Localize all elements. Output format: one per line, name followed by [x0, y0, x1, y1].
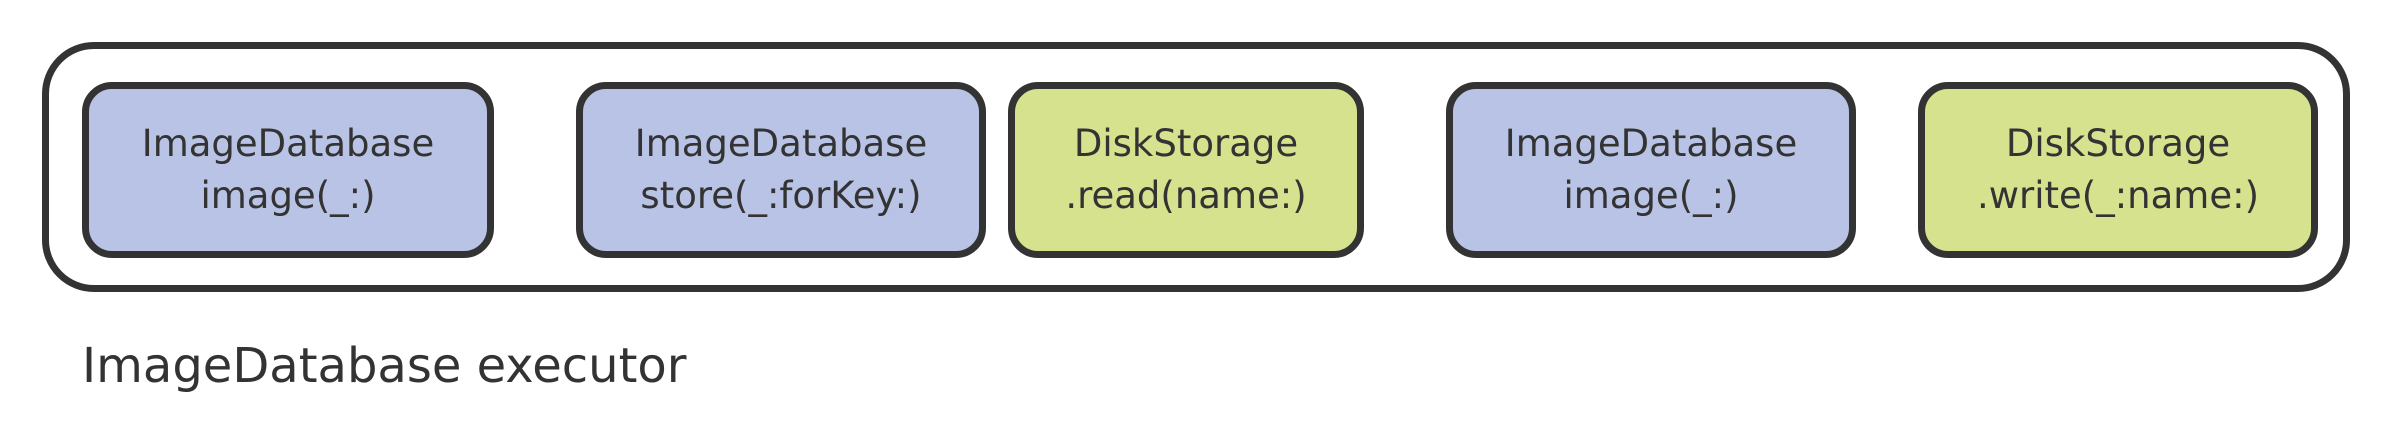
task-method-label: image(_:): [200, 174, 376, 217]
task-owner-label: ImageDatabase: [1504, 122, 1798, 165]
task-image-database-image-1[interactable]: ImageDatabase image(_:): [82, 82, 494, 258]
task-method-label: store(_:forKey:): [640, 174, 922, 217]
task-owner-label: ImageDatabase: [634, 122, 928, 165]
task-owner-label: DiskStorage: [1073, 122, 1299, 165]
task-owner-label: ImageDatabase: [141, 122, 435, 165]
task-method-label: .read(name:): [1065, 174, 1307, 217]
task-image-database-image-2[interactable]: ImageDatabase image(_:): [1446, 82, 1856, 258]
task-method-label: image(_:): [1563, 174, 1739, 217]
task-method-label: .write(_:name:): [1976, 174, 2260, 217]
executor-label: ImageDatabase executor: [82, 338, 687, 394]
task-owner-label: DiskStorage: [2005, 122, 2231, 165]
task-disk-storage-write[interactable]: DiskStorage .write(_:name:): [1918, 82, 2318, 258]
executor-queue-frame: [42, 42, 2350, 292]
task-image-database-store[interactable]: ImageDatabase store(_:forKey:): [576, 82, 986, 258]
task-disk-storage-read[interactable]: DiskStorage .read(name:): [1008, 82, 1364, 258]
